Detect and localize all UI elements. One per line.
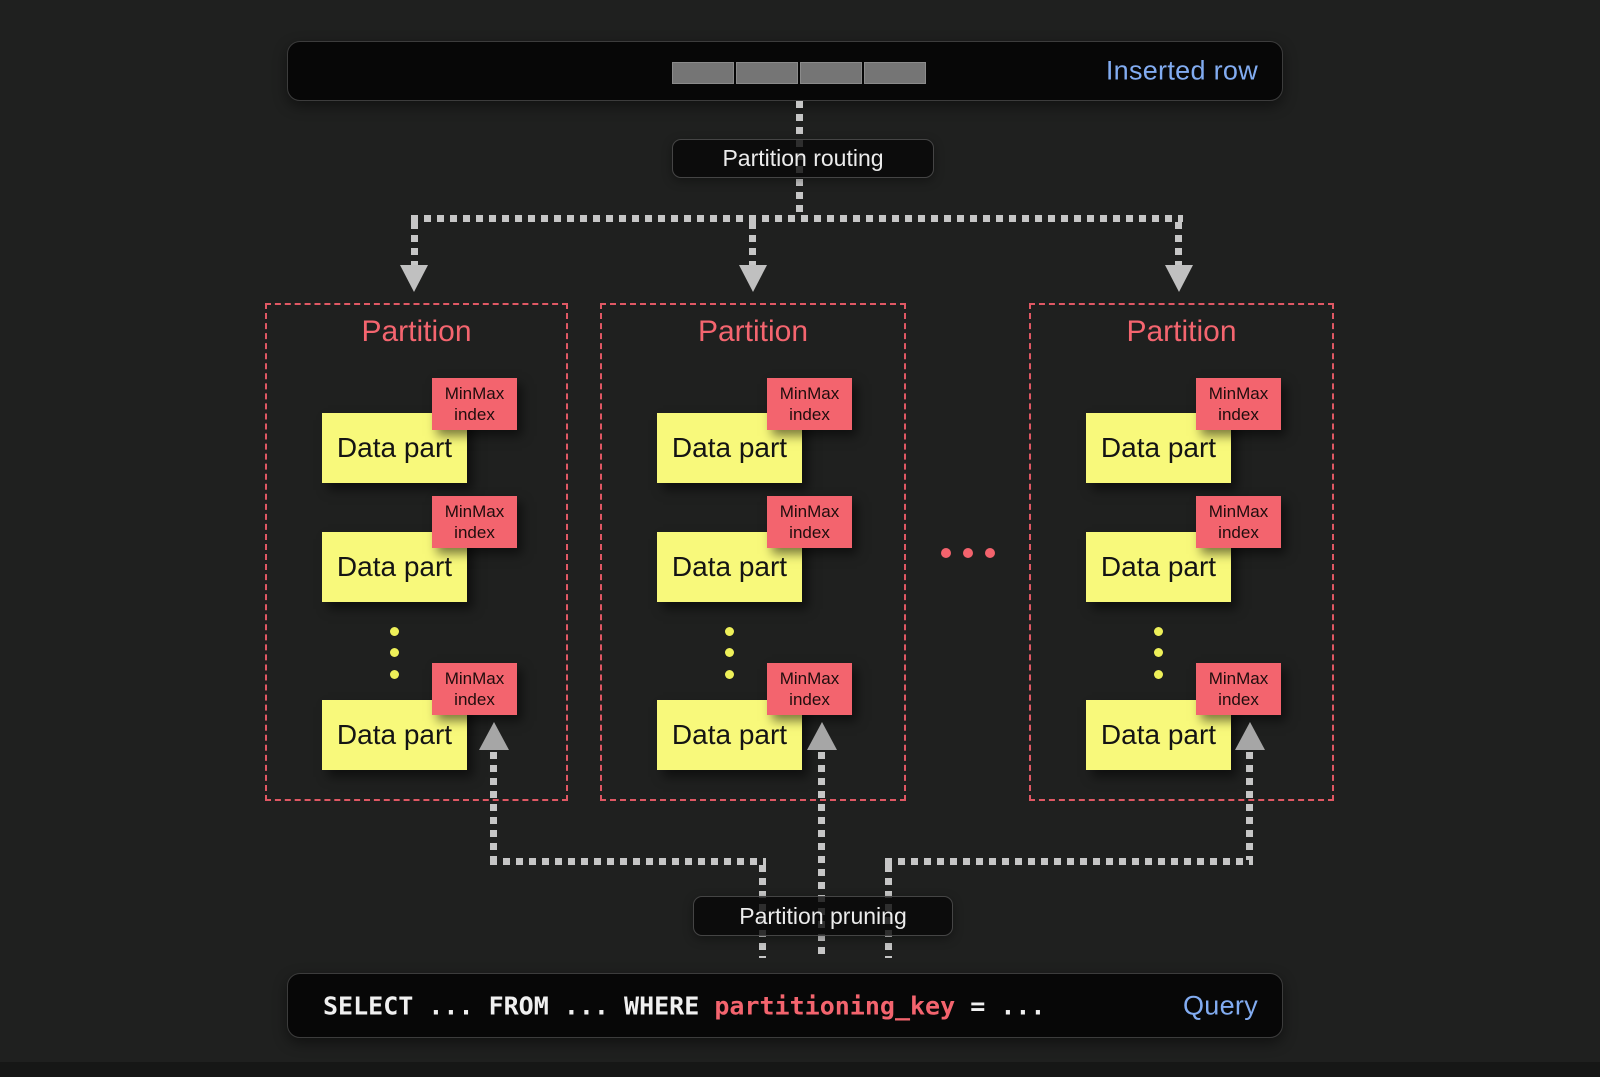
minmax-index-badge: MinMax index [1196,496,1281,548]
minmax-index-badge: MinMax index [767,378,852,430]
pruning-path-left-line [490,858,766,865]
sql-prefix: SELECT ... FROM ... WHERE [323,991,715,1020]
row-cell [672,62,734,84]
row-cell [736,62,798,84]
row-cell [800,62,862,84]
up-arrowhead-icon [479,722,509,750]
down-arrowhead-icon [1165,265,1193,292]
inserted-row-label: Inserted row [1105,55,1258,86]
data-part-box: Data part [1086,413,1231,483]
pruning-path-right-line [885,858,1253,865]
inserted-row-bar: Inserted row [287,41,1283,101]
partition-title: Partition [697,315,809,348]
more-parts-ellipsis-icon [725,627,734,636]
query-label: Query [1182,990,1258,1020]
up-arrowhead-icon [807,722,837,750]
minmax-index-badge: MinMax index [432,663,517,715]
row-cell [864,62,926,84]
more-parts-ellipsis-icon [390,627,399,636]
pruning-path-center-line [818,752,825,958]
partition-box-1: Partition MinMax index Data part MinMax … [265,303,568,801]
down-arrowhead-icon [400,265,428,292]
more-parts-ellipsis-icon [725,670,734,679]
partition-routing-label: Partition routing [672,139,934,178]
partition-pruning-label: Partition pruning [693,896,953,936]
pruning-path-right-line [1246,752,1253,860]
row-cells-icon [672,62,926,84]
query-bar: SELECT ... FROM ... WHERE partitioning_k… [287,973,1283,1038]
routing-drop-line-center [749,222,756,267]
sql-suffix: = ... [955,991,1046,1020]
partition-box-2: Partition MinMax index Data part MinMax … [600,303,906,801]
minmax-index-badge: MinMax index [1196,378,1281,430]
more-parts-ellipsis-icon [1154,627,1163,636]
more-parts-ellipsis-icon [725,648,734,657]
routing-drop-line-right [1175,222,1182,267]
more-parts-ellipsis-icon [390,648,399,657]
partition-title: Partition [1126,315,1237,348]
routing-drop-line-left [411,222,418,267]
partition-routing-text: Partition routing [722,145,884,171]
pruning-path-left-line [490,752,497,860]
routing-branch-line [411,215,1183,222]
partition-title: Partition [361,315,472,348]
minmax-index-badge: MinMax index [767,663,852,715]
minmax-index-badge: MinMax index [432,496,517,548]
more-parts-ellipsis-icon [1154,648,1163,657]
more-parts-ellipsis-icon [1154,670,1163,679]
sql-text: SELECT ... FROM ... WHERE partitioning_k… [323,991,1045,1020]
up-arrowhead-icon [1235,722,1265,750]
partitions-ellipsis-icon [941,548,951,558]
sql-partitioning-key: partitioning_key [714,991,956,1020]
bottom-band [0,1062,1600,1077]
partition-pruning-text: Partition pruning [739,902,907,929]
minmax-index-badge: MinMax index [767,496,852,548]
partition-box-3: Partition MinMax index Data part MinMax … [1029,303,1334,801]
partitions-ellipsis-icon [963,548,973,558]
data-part-box: Data part [322,700,467,770]
minmax-index-badge: MinMax index [432,378,517,430]
down-arrowhead-icon [739,265,767,292]
more-parts-ellipsis-icon [390,670,399,679]
minmax-index-badge: MinMax index [1196,663,1281,715]
partitions-ellipsis-icon [985,548,995,558]
